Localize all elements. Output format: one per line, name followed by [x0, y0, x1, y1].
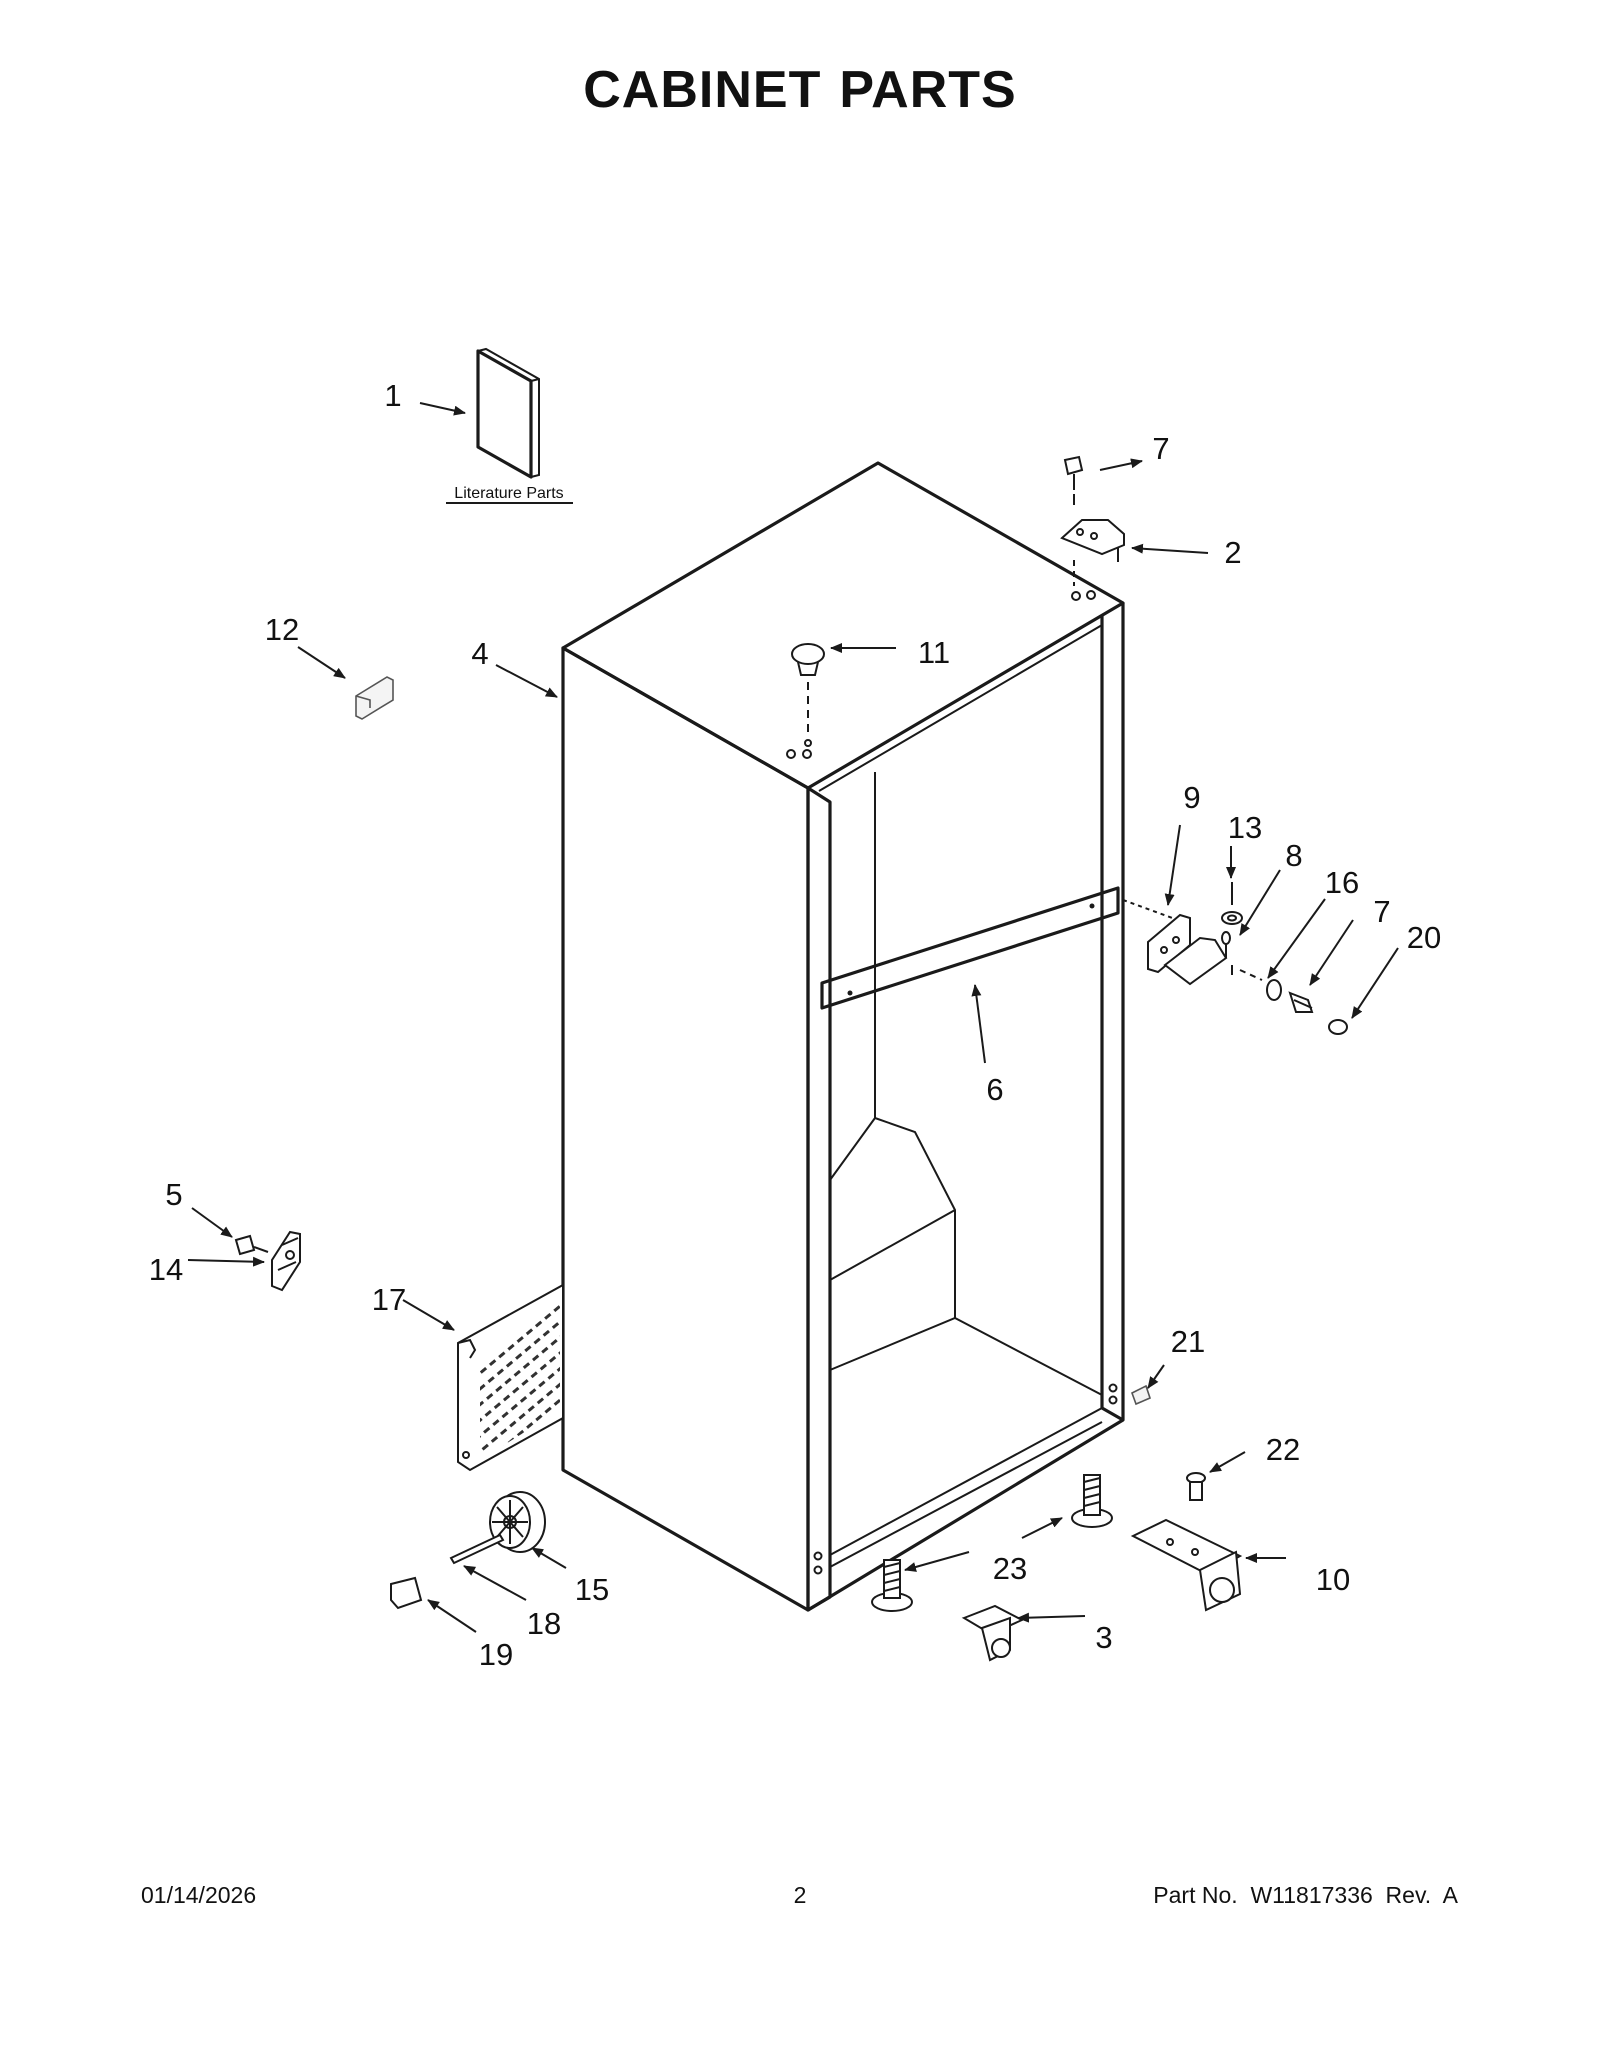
callout-15: 15 [575, 1572, 609, 1607]
callout-13: 13 [1228, 810, 1262, 845]
title-word-cabinet: CABINET [583, 61, 822, 119]
center-hinge-assembly [1122, 882, 1348, 1035]
callout-9: 9 [1183, 780, 1200, 815]
callout-7-top: 7 [1152, 431, 1169, 466]
title-word-parts: PARTS [839, 61, 1017, 119]
page-title: CABINET PARTS [0, 60, 1600, 120]
footer-page-number: 2 [793, 1882, 807, 1908]
top-plug-part [791, 643, 825, 747]
callout-22: 22 [1266, 1432, 1300, 1467]
rear-panel-part [457, 1283, 564, 1472]
callout-20: 20 [1407, 920, 1441, 955]
footer-part-number: Part No. W11817336 Rev. A [1153, 1882, 1458, 1909]
callout-8: 8 [1285, 838, 1302, 873]
callout-10: 10 [1316, 1562, 1350, 1597]
clip-part-21 [1131, 1384, 1151, 1406]
callout-4: 4 [471, 636, 488, 671]
callout-19: 19 [479, 1637, 513, 1672]
callout-3: 3 [1095, 1620, 1112, 1655]
leveling-legs [871, 1474, 1113, 1612]
callout-5: 5 [165, 1177, 182, 1212]
callout-1: 1 [384, 378, 401, 413]
callout-numbers: 1 7 2 11 12 4 9 13 8 16 7 20 6 5 14 17 2… [149, 378, 1441, 1672]
callout-17: 17 [372, 1282, 406, 1317]
callout-14: 14 [149, 1252, 183, 1287]
cabinet-body [561, 461, 1125, 1612]
top-hinge-assembly [1060, 455, 1125, 586]
callout-2: 2 [1224, 535, 1241, 570]
roller-part-3 [961, 1604, 1025, 1662]
rear-wheel-assembly [390, 1491, 546, 1610]
part-number-text: Part No. W11817336 Rev. A [1153, 1882, 1458, 1908]
literature-parts-label: Literature Parts [454, 485, 563, 502]
roller-part-10 [1130, 1518, 1243, 1612]
screw-part-22 [1186, 1472, 1206, 1501]
callout-16: 16 [1325, 865, 1359, 900]
callout-leaders [187, 402, 1399, 1633]
bracket-part-12 [355, 676, 394, 720]
callout-12: 12 [265, 612, 299, 647]
callout-18: 18 [527, 1606, 561, 1641]
literature-parts: Literature Parts [446, 347, 573, 504]
bracket-part-14 [234, 1230, 301, 1292]
callout-23: 23 [993, 1551, 1027, 1586]
callout-6: 6 [986, 1072, 1003, 1107]
footer-date: 01/14/2026 [141, 1882, 257, 1908]
callout-11: 11 [918, 635, 950, 670]
callout-7-center: 7 [1373, 894, 1390, 929]
callout-21: 21 [1171, 1324, 1205, 1359]
